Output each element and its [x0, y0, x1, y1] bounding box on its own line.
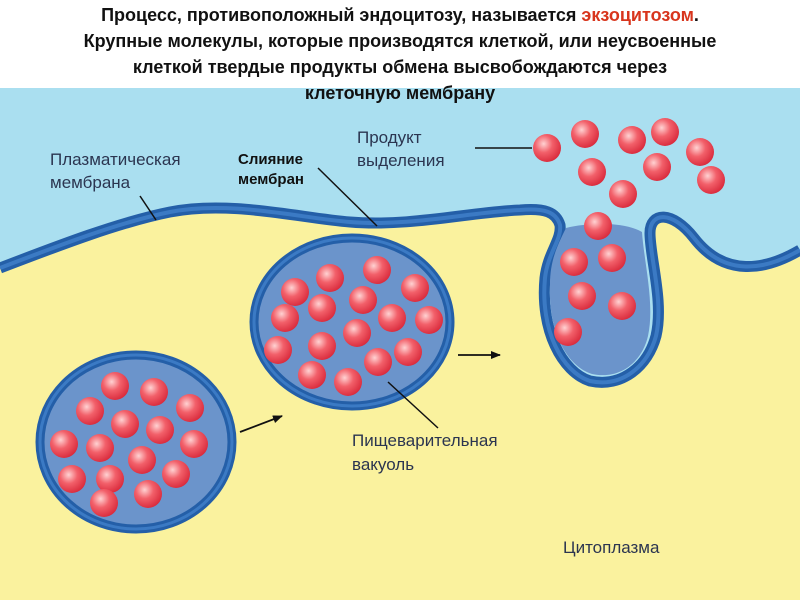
particle: [146, 416, 174, 444]
particle: [598, 244, 626, 272]
particle: [334, 368, 362, 396]
particles-released: [533, 118, 725, 208]
title-line-3: клеткой твердые продукты обмена высвобож…: [132, 57, 668, 77]
label-product-line1: Продукт: [357, 128, 422, 147]
particle: [697, 166, 725, 194]
particle: [101, 372, 129, 400]
page-title: Процесс, противоположный эндоцитозу, наз…: [0, 2, 800, 106]
particles-open-vesicle: [554, 212, 636, 346]
particle: [50, 430, 78, 458]
particle: [86, 434, 114, 462]
particle: [584, 212, 612, 240]
particle: [609, 180, 637, 208]
particle: [560, 248, 588, 276]
particle: [316, 264, 344, 292]
particle: [90, 489, 118, 517]
particle: [571, 120, 599, 148]
particle: [401, 274, 429, 302]
particle: [162, 460, 190, 488]
particle: [533, 134, 561, 162]
particle: [298, 361, 326, 389]
particle: [618, 126, 646, 154]
label-plasma-membrane-line1: Плазматическая: [50, 150, 181, 169]
label-fusion-line1: Слияние: [238, 151, 303, 168]
title-highlight-term: экзоцитозом: [581, 5, 694, 25]
title-line-4: клеточную мембрану: [304, 83, 496, 103]
label-plasma-membrane-line2: мембрана: [50, 173, 131, 192]
particle: [96, 465, 124, 493]
particle: [271, 304, 299, 332]
label-product-line2: выделения: [357, 151, 445, 170]
particle: [76, 397, 104, 425]
title-line-2: Крупные молекулы, которые производятся к…: [83, 31, 717, 51]
particle: [58, 465, 86, 493]
particle: [608, 292, 636, 320]
particle: [180, 430, 208, 458]
particle: [568, 282, 596, 310]
particle: [308, 294, 336, 322]
particle: [128, 446, 156, 474]
leader-vacuole: [387, 381, 439, 429]
label-vacuole-line1: Пищеварительная: [352, 431, 498, 450]
particle: [364, 348, 392, 376]
particle: [176, 394, 204, 422]
particles-left-vesicle: [50, 372, 208, 517]
particle: [363, 256, 391, 284]
particle: [378, 304, 406, 332]
particle: [140, 378, 168, 406]
particle: [134, 480, 162, 508]
particle: [643, 153, 671, 181]
label-vacuole-line2: вакуоль: [352, 455, 414, 474]
particle: [554, 318, 582, 346]
arrow-to-vacuole: [239, 415, 283, 433]
particle: [343, 319, 371, 347]
particle: [394, 338, 422, 366]
particle: [578, 158, 606, 186]
label-fusion-line2: мембран: [238, 171, 304, 188]
particle: [281, 278, 309, 306]
leader-plasma-membrane: [139, 195, 157, 221]
label-cytoplasm: Цитоплазма: [563, 538, 660, 557]
particle: [264, 336, 292, 364]
particle: [651, 118, 679, 146]
particle: [686, 138, 714, 166]
particle: [111, 410, 139, 438]
plasma-membrane-inner: [0, 205, 800, 385]
particle: [415, 306, 443, 334]
particle: [349, 286, 377, 314]
title-line-1: Процесс, противоположный эндоцитозу, наз…: [101, 5, 699, 25]
leader-fusion: [317, 167, 378, 227]
particle: [308, 332, 336, 360]
particles-digestive-vacuole: [264, 256, 443, 396]
